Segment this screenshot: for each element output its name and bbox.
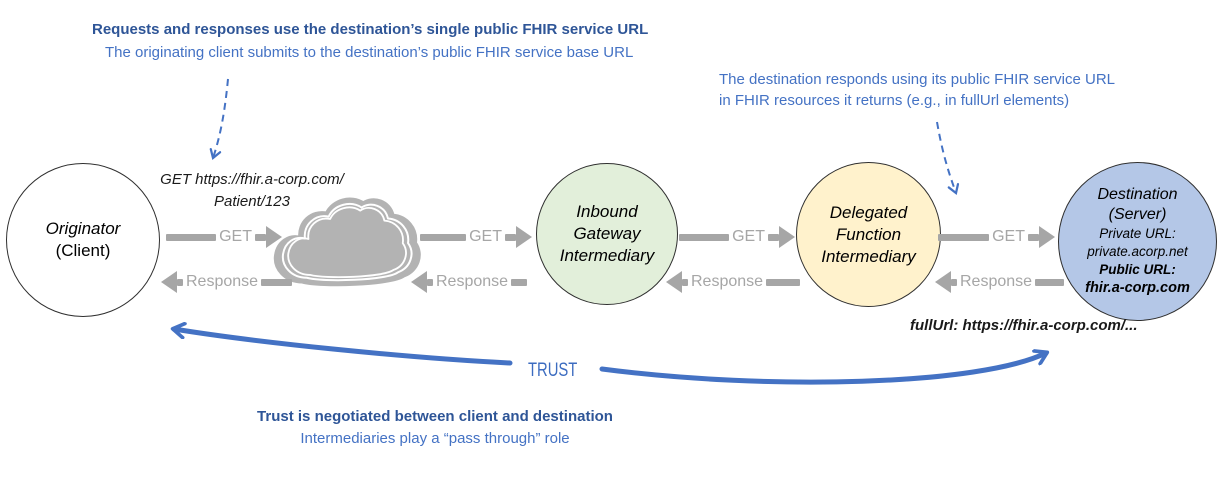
get-arrow-cloud-inbound: GET bbox=[420, 226, 532, 248]
get-label: GET bbox=[219, 228, 252, 245]
arrowhead-right-icon bbox=[1039, 226, 1055, 248]
destination-label-line2: (Server) bbox=[1108, 206, 1167, 223]
arrow-shaft bbox=[682, 278, 688, 286]
arrow-shaft bbox=[1035, 278, 1064, 286]
destination-public-url-value: fhir.a-corp.com bbox=[1085, 280, 1190, 296]
destination-private-url-label: Private URL: bbox=[1099, 226, 1176, 241]
arrow-shaft bbox=[766, 278, 800, 286]
bottom-note-title: Trust is negotiated between client and d… bbox=[257, 408, 613, 425]
request-url-line2: Patient/123 bbox=[214, 193, 290, 210]
destination-private-url-value: private.acorp.net bbox=[1087, 244, 1188, 259]
destination-label-line1: Destination bbox=[1097, 186, 1178, 203]
node-inbound-gateway-intermediary: Inbound Gateway Intermediary bbox=[536, 163, 678, 305]
arrowhead-left-icon bbox=[666, 271, 682, 293]
arrowhead-left-icon bbox=[935, 271, 951, 293]
response-label: Response bbox=[186, 273, 259, 290]
fullurl-annotation: fullUrl: https://fhir.a-corp.com/... bbox=[910, 317, 1138, 334]
response-arrow-delegated-inbound: Response bbox=[666, 271, 800, 293]
arrowhead-left-icon bbox=[161, 271, 177, 293]
dashed-pointer-right bbox=[936, 121, 960, 195]
arrowhead-right-icon bbox=[266, 226, 282, 248]
get-arrow-delegated-destination: GET bbox=[938, 226, 1055, 248]
arrowhead-right-icon bbox=[516, 226, 532, 248]
arrow-shaft bbox=[166, 233, 217, 241]
arrow-shaft bbox=[768, 233, 779, 241]
response-arrow-cloud-originator: Response bbox=[161, 271, 292, 293]
get-label: GET bbox=[992, 228, 1025, 245]
arrow-shaft bbox=[255, 233, 266, 241]
delegated-function-label-line3: Intermediary bbox=[821, 246, 916, 266]
get-label: GET bbox=[469, 228, 502, 245]
response-label: Response bbox=[436, 273, 509, 290]
arrow-shaft bbox=[1028, 233, 1039, 241]
arrow-shaft bbox=[511, 278, 527, 286]
arrow-shaft bbox=[951, 278, 957, 286]
inbound-gateway-label-line2: Gateway bbox=[573, 224, 641, 243]
inbound-gateway-label-line3: Intermediary bbox=[559, 246, 655, 265]
node-destination-server: Destination (Server) Private URL: privat… bbox=[1058, 162, 1217, 321]
node-originator: Originator (Client) bbox=[6, 163, 160, 317]
response-label: Response bbox=[960, 273, 1033, 290]
top-note-subtitle: The originating client submits to the de… bbox=[105, 44, 634, 61]
arrow-shaft bbox=[938, 233, 990, 241]
arrowhead-left-icon bbox=[411, 271, 427, 293]
response-arrow-destination-delegated: Response bbox=[935, 271, 1064, 293]
arrow-shaft bbox=[505, 233, 516, 241]
response-note-line2: in FHIR resources it returns (e.g., in f… bbox=[719, 92, 1070, 109]
originator-label-line2: (Client) bbox=[55, 241, 111, 260]
response-label: Response bbox=[691, 273, 764, 290]
get-arrow-originator-cloud: GET bbox=[166, 226, 282, 248]
bottom-note: Trust is negotiated between client and d… bbox=[165, 406, 705, 450]
arrowhead-right-icon bbox=[779, 226, 795, 248]
originator-label-line1: Originator bbox=[45, 219, 121, 238]
request-url-line1: GET https://fhir.a-corp.com/ bbox=[160, 171, 344, 188]
cloud-icon bbox=[273, 197, 421, 287]
bottom-note-subtitle: Intermediaries play a “pass through” rol… bbox=[300, 430, 570, 447]
response-arrow-inbound-cloud: Response bbox=[411, 271, 527, 293]
arrow-shaft bbox=[420, 233, 467, 241]
inbound-gateway-label-line1: Inbound bbox=[576, 202, 638, 221]
top-note-title: Requests and responses use the destinati… bbox=[92, 21, 649, 38]
request-url-annotation: GET https://fhir.a-corp.com/ Patient/123 bbox=[142, 169, 362, 213]
get-arrow-inbound-delegated: GET bbox=[679, 226, 795, 248]
arrow-shaft bbox=[177, 278, 183, 286]
delegated-function-label-line1: Delegated bbox=[829, 202, 908, 222]
arrow-shaft bbox=[261, 278, 292, 286]
destination-public-url-label: Public URL: bbox=[1099, 262, 1176, 277]
node-delegated-function-intermediary: Delegated Function Intermediary bbox=[796, 162, 941, 307]
arrow-shaft bbox=[679, 233, 730, 241]
trust-label: TRUST bbox=[528, 360, 578, 381]
delegated-function-label-line2: Function bbox=[835, 224, 902, 244]
dashed-pointer-left bbox=[209, 78, 229, 160]
response-note-line1: The destination responds using its publi… bbox=[719, 71, 1116, 88]
arrow-shaft bbox=[427, 278, 433, 286]
get-label: GET bbox=[732, 228, 765, 245]
response-note: The destination responds using its publi… bbox=[719, 69, 1115, 111]
trust-label-wrap: TRUST bbox=[498, 360, 608, 382]
trust-arrow bbox=[150, 315, 1070, 385]
